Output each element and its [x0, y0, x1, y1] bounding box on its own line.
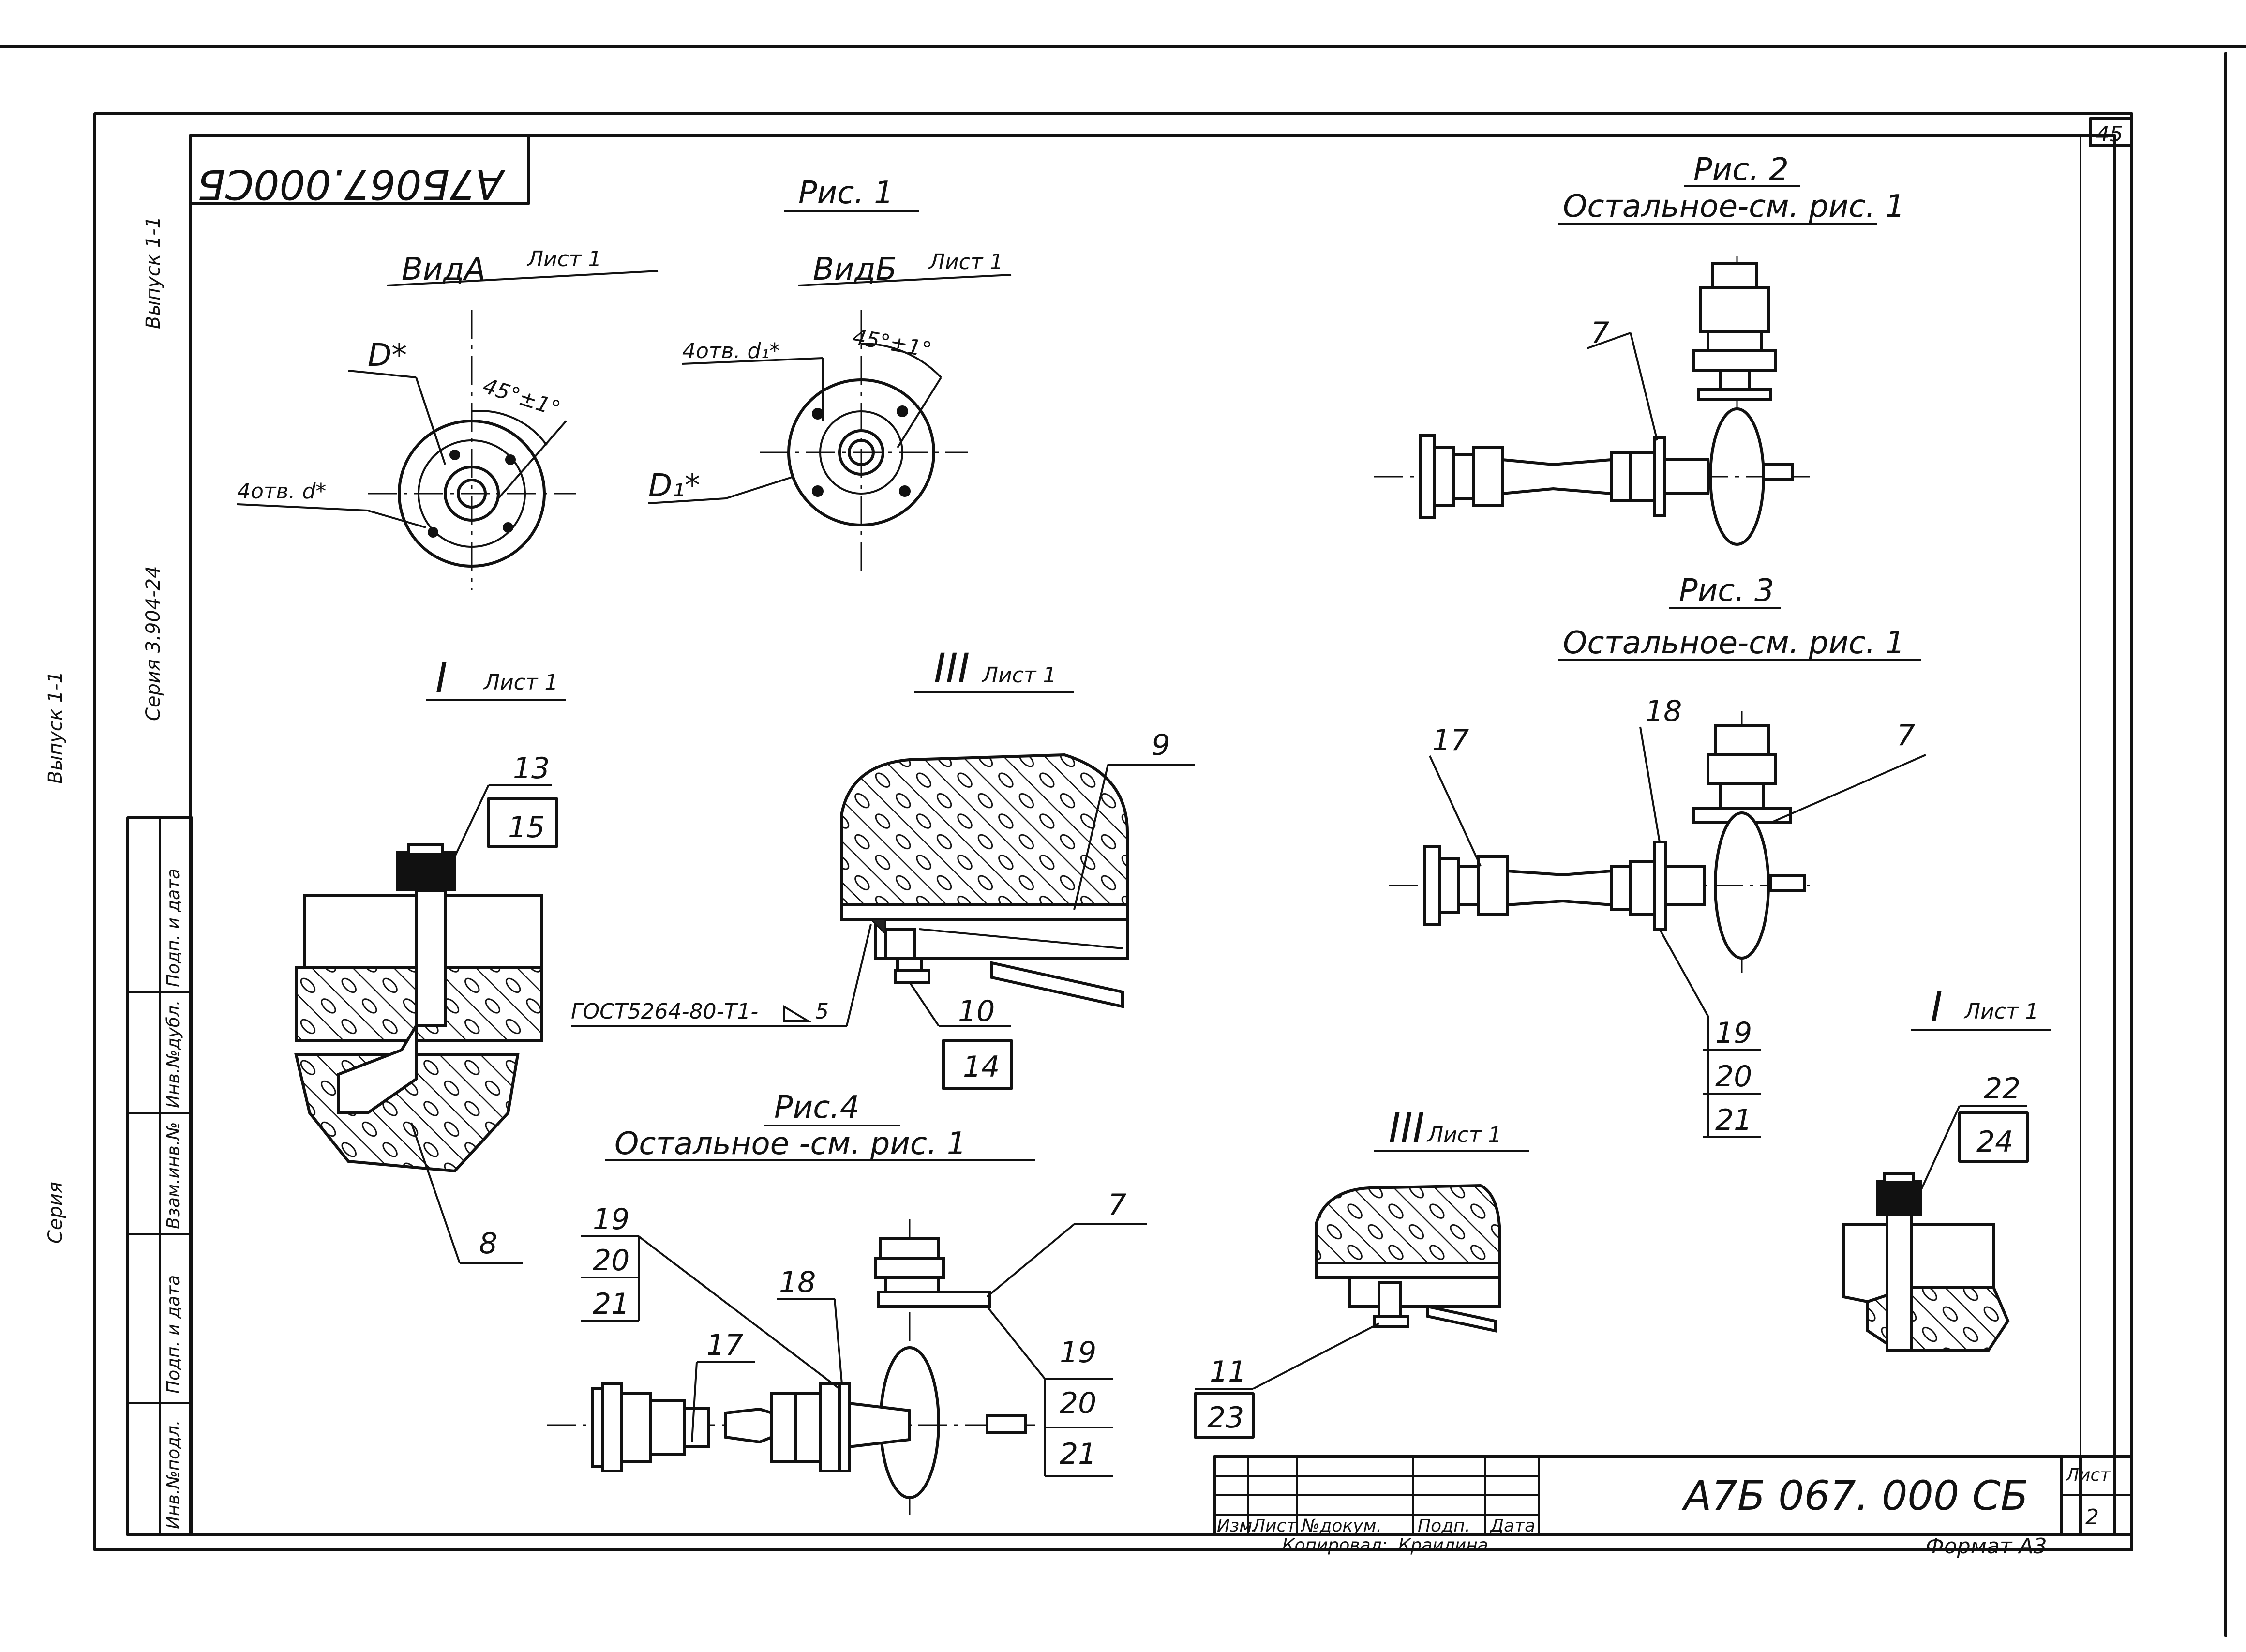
fig4-left-19: 19: [593, 1202, 629, 1236]
left-margin: Серия Выпуск 1-1 Выпуск 1-1 Серия 3.904-…: [45, 216, 193, 1536]
tb-code: А7Б 067. 000 СБ: [1681, 1472, 2028, 1519]
view-a-sheet: Лист 1: [526, 247, 601, 271]
callout-box-14: [942, 1039, 1013, 1090]
detail-I-2-title: I: [1931, 983, 1943, 1031]
holes-b: 4отв. d₁*: [682, 339, 780, 363]
fig4-callout-19: 19: [1060, 1336, 1096, 1369]
detail-I-2-sheet: Лист 1: [1963, 999, 2038, 1024]
series-number: Серия 3.904-24: [142, 566, 165, 721]
stamp-col-5: Подп. и дата: [164, 869, 183, 987]
detail-III-2-title: III: [1389, 1104, 1424, 1152]
detail-I-1-sheet: Лист 1: [483, 670, 558, 695]
fig4-callout-7: 7: [1108, 1188, 1126, 1222]
view-a: [348, 310, 576, 590]
view-b: [725, 310, 968, 576]
detail-III-right: III Лист 1: [1315, 1104, 1529, 1333]
detail-III-1-callout-14: 14: [963, 1050, 1000, 1084]
mirrored-code-box: A7Б067.000СБ: [189, 134, 530, 208]
callout-box-24: [1958, 1111, 2029, 1163]
sheet-frame: [0, 45, 2246, 1637]
fig4: Рис.4 Остальное -см. рис. 1: [547, 1090, 1035, 1515]
fig4-callout-18: 18: [779, 1265, 816, 1299]
weld-size: 5: [815, 999, 829, 1024]
fig2-callout-7: 7: [1591, 316, 1609, 350]
fig1-views: Рис. 1 ВидА Лист 1 ВидБ Лист 1 D* 45°±: [237, 175, 1012, 590]
fig3-title: Рис. 3: [1679, 573, 1774, 609]
detail-III-2-callout-11: 11: [1210, 1355, 1246, 1389]
outer-issue-label: Выпуск 1-1: [45, 671, 67, 784]
detail-I-1-callout-8: 8: [479, 1227, 497, 1261]
dim-D1: D₁*: [648, 468, 700, 504]
detail-III-2-sheet: Лист 1: [1426, 1123, 1501, 1147]
detail-I-1-title: I: [435, 654, 448, 702]
issue-number: Выпуск 1-1: [142, 216, 165, 329]
tb-header-podp: Подп.: [1418, 1516, 1470, 1536]
stamp-col-2: Подп. и дата: [164, 1275, 183, 1394]
fig3-callout-20: 20: [1715, 1060, 1752, 1094]
fig3-callout-18: 18: [1645, 694, 1682, 728]
tb-copied-label: Копировал:: [1282, 1535, 1388, 1555]
fig4-callout-17: 17: [706, 1328, 743, 1362]
tb-header-doc: №докум.: [1301, 1516, 1382, 1536]
title-block: [1213, 1455, 2133, 1536]
detail-I-2-callout-22: 22: [1984, 1072, 2021, 1106]
sheet-number: 45: [2096, 122, 2123, 147]
detail-III-1-sheet: Лист 1: [981, 663, 1056, 688]
tb-header-data: Дата: [1489, 1516, 1535, 1536]
doc-code-mirrored: A7Б067.000СБ: [197, 161, 506, 208]
tb-sheet-value: 2: [2085, 1505, 2099, 1530]
weld-note: ГОСТ5264-80-Т1-: [571, 999, 758, 1024]
stamp-col-1: Инв.№подл.: [164, 1420, 183, 1529]
fig3-callout-21: 21: [1715, 1103, 1752, 1137]
fig4-left-21: 21: [593, 1287, 629, 1321]
holes-a: 4отв. d*: [237, 479, 326, 504]
stamp-col-3: Взам.инв.№: [164, 1122, 183, 1229]
fig3-callout-17: 17: [1432, 723, 1469, 757]
fig4-title: Рис.4: [774, 1090, 859, 1126]
fig3: Рис. 3 Остальное-см. рис. 1: [1389, 573, 1921, 973]
detail-I-right: I Лист 1: [1842, 983, 2051, 1352]
detail-III-1-callout-10: 10: [958, 994, 995, 1028]
fig3-subtitle: Остальное-см. рис. 1: [1563, 625, 1905, 661]
view-b-sheet: Лист 1: [928, 250, 1003, 274]
stamp-col-4: Инв.№дубл.: [164, 1000, 183, 1108]
fig2: Рис. 2 Остальное-см. рис. 1: [1374, 152, 1905, 546]
angle-b: 45°±1°: [851, 325, 933, 363]
detail-III-1-title: III: [934, 645, 970, 692]
detail-III-1-callout-9: 9: [1152, 728, 1170, 762]
fig2-subtitle: Остальное-см. рис. 1: [1563, 189, 1905, 225]
outer-series-label: Серия: [45, 1182, 67, 1244]
detail-I-1-callout-15: 15: [508, 811, 545, 844]
detail-III-2-callout-23: 23: [1207, 1401, 1244, 1435]
detail-I-2-callout-24: 24: [1976, 1125, 2013, 1159]
callout-box-23: [1194, 1392, 1255, 1439]
tb-header-izm: Изм.: [1217, 1516, 1258, 1536]
detail-III-center: III Лист 1: [840, 645, 1129, 1008]
fig2-title: Рис. 2: [1693, 152, 1789, 188]
tb-header-list: Лист: [1251, 1516, 1297, 1536]
detail-I-left: I Лист 1: [294, 654, 566, 1173]
tb-format: Формат А3: [1926, 1534, 2047, 1559]
fig4-callout-21: 21: [1060, 1437, 1096, 1471]
fig3-callout-7: 7: [1897, 719, 1915, 752]
callout-box-15: [487, 797, 558, 848]
fig4-callout-20: 20: [1060, 1386, 1096, 1420]
fig3-callout-19: 19: [1715, 1016, 1752, 1050]
fig4-left-20: 20: [593, 1244, 629, 1277]
tb-copier: Краилина: [1398, 1535, 1488, 1555]
fig1-title: Рис. 1: [798, 175, 894, 211]
angle-a: 45°±1°: [480, 374, 564, 421]
tb-sheet-label: Лист: [2065, 1465, 2111, 1485]
detail-I-1-callout-13: 13: [513, 751, 550, 785]
fig4-subtitle: Остальное -см. рис. 1: [614, 1126, 966, 1162]
dim-D: D*: [368, 338, 407, 374]
